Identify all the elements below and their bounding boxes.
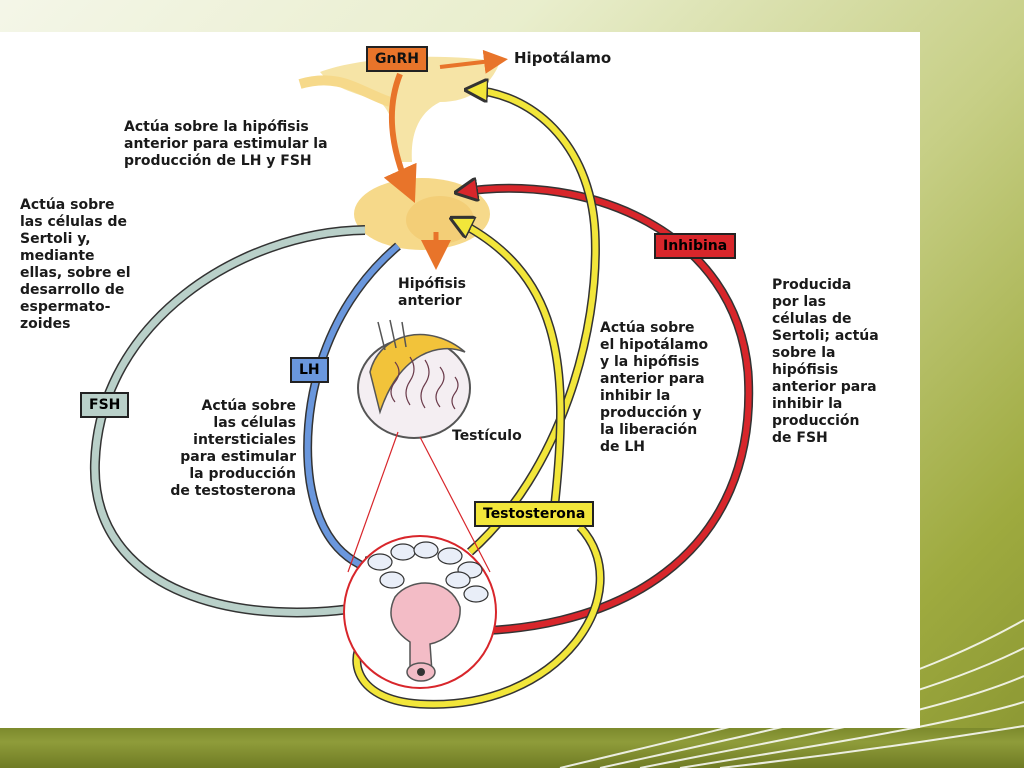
testis-illustration (357, 319, 471, 439)
hipofisis-label: Hipófisis anterior (398, 276, 466, 309)
lh-action-text: Actúa sobre las células intersticiales p… (170, 398, 296, 499)
fsh-action-text: Actúa sobre las células de Sertoli y, me… (20, 197, 131, 332)
lh-pathway-arrow (304, 243, 400, 572)
inhibina-label: Inhibina (654, 233, 737, 259)
inhibina-action-text: Producida por las células de Sertoli; ac… (772, 277, 879, 446)
testosterone-to-pituitary-arrow (455, 220, 564, 503)
bottom-decor-band (0, 728, 1024, 768)
testiculo-label: Testículo (452, 428, 522, 444)
gnrh-arrow-to-hypothalamus (439, 49, 508, 74)
hypothalamus-shape (298, 56, 500, 162)
testosterone-to-hypothalamus-arrow (470, 90, 599, 555)
seminiferous-tubule-illustration (343, 535, 497, 689)
testosterona-label: Testosterona (474, 501, 595, 527)
gnrh-action-text: Actúa sobre la hipófisis anterior para e… (124, 119, 328, 169)
testosterona-action-text: Actúa sobre el hipotálamo y la hipófisis… (600, 320, 709, 455)
hipotalamo-label: Hipotálamo (514, 49, 612, 67)
testosterone-loop-arrow (357, 524, 603, 708)
lh-label: LH (290, 357, 329, 383)
slide-content: GnRH Hipotálamo Actúa sobre la hipófisis… (0, 32, 920, 728)
gnrh-arrow-to-pituitary (383, 72, 417, 203)
hormone-feedback-diagram (89, 49, 754, 709)
fsh-pathway-arrow (91, 226, 380, 612)
gnrh-label: GnRH (366, 46, 428, 72)
fsh-label: FSH (80, 392, 130, 418)
